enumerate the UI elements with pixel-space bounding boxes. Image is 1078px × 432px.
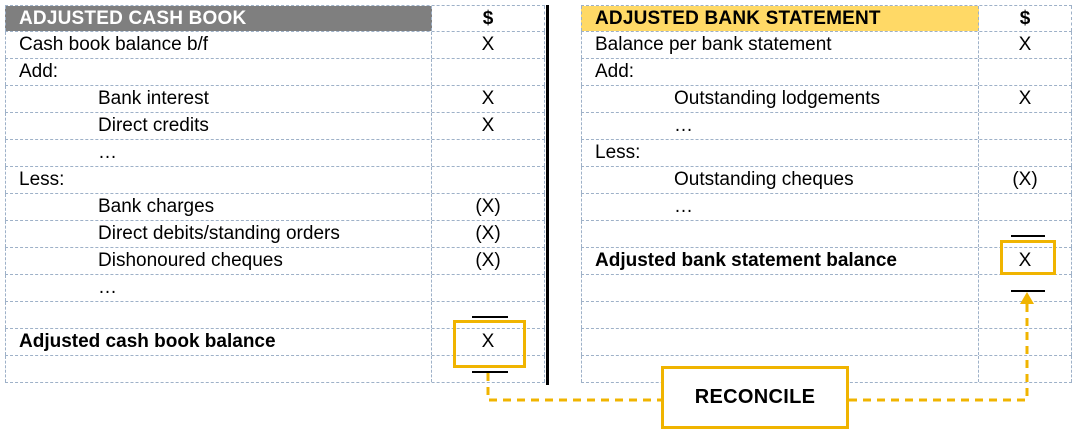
total-underline-cash xyxy=(472,371,508,373)
table-row: Direct credits X xyxy=(5,113,545,140)
total-overline-cash xyxy=(472,316,508,318)
row-amount: (X) xyxy=(432,194,545,220)
row-label xyxy=(5,302,432,328)
row-amount xyxy=(979,275,1072,301)
table-header-row: ADJUSTED BANK STATEMENT $ xyxy=(581,5,1072,32)
table-row xyxy=(581,302,1072,329)
total-overline-bank xyxy=(1011,235,1045,237)
currency-header: $ xyxy=(432,6,545,31)
row-label: Add: xyxy=(581,59,979,85)
row-amount xyxy=(979,356,1072,382)
total-underline-bank xyxy=(1011,290,1045,292)
reconcile-label: RECONCILE xyxy=(694,386,816,408)
row-label: Balance per bank statement xyxy=(581,32,979,58)
table-row: Outstanding cheques (X) xyxy=(581,167,1072,194)
table-row xyxy=(581,221,1072,248)
row-label: Add: xyxy=(5,59,432,85)
table-row xyxy=(5,302,545,329)
row-label xyxy=(581,302,979,328)
row-amount xyxy=(432,59,545,85)
adjusted-cash-book-balance-amount: X xyxy=(432,329,545,355)
row-label: … xyxy=(5,140,432,166)
table-row: Adjusted cash book balance X xyxy=(5,329,545,356)
table-row: Direct debits/standing orders (X) xyxy=(5,221,545,248)
row-amount: X xyxy=(432,32,545,58)
row-label: Outstanding lodgements xyxy=(581,86,979,112)
column-divider xyxy=(546,5,549,385)
table-row: Less: xyxy=(581,140,1072,167)
table-row: Less: xyxy=(5,167,545,194)
table-row xyxy=(5,356,545,383)
row-label: Bank interest xyxy=(5,86,432,112)
row-label: Cash book balance b/f xyxy=(5,32,432,58)
row-label xyxy=(581,221,979,247)
row-label: Dishonoured cheques xyxy=(5,248,432,274)
row-amount xyxy=(979,194,1072,220)
row-label: Bank charges xyxy=(5,194,432,220)
table-header-row: ADJUSTED CASH BOOK $ xyxy=(5,5,545,32)
row-amount: X xyxy=(432,113,545,139)
table-row: Dishonoured cheques (X) xyxy=(5,248,545,275)
row-amount: (X) xyxy=(432,221,545,247)
row-label: Less: xyxy=(581,140,979,166)
row-amount xyxy=(979,302,1072,328)
row-amount xyxy=(432,302,545,328)
adjusted-cash-book-table: ADJUSTED CASH BOOK $ Cash book balance b… xyxy=(5,5,545,383)
table-row: … xyxy=(581,194,1072,221)
row-amount xyxy=(979,140,1072,166)
adjusted-cash-book-balance-label: Adjusted cash book balance xyxy=(5,329,432,355)
row-label: Direct credits xyxy=(5,113,432,139)
bank-balance-highlight xyxy=(1000,240,1056,275)
row-amount: X xyxy=(979,86,1072,112)
currency-header: $ xyxy=(979,6,1072,31)
cash-balance-highlight xyxy=(453,320,526,368)
cash-book-title: ADJUSTED CASH BOOK xyxy=(5,6,432,31)
table-row: Add: xyxy=(5,59,545,86)
row-amount xyxy=(979,329,1072,355)
row-label: … xyxy=(581,194,979,220)
row-amount xyxy=(432,140,545,166)
table-row: Cash book balance b/f X xyxy=(5,32,545,59)
table-row: … xyxy=(581,113,1072,140)
row-amount: X xyxy=(979,32,1072,58)
row-amount xyxy=(979,59,1072,85)
table-row: Add: xyxy=(581,59,1072,86)
row-label: Direct debits/standing orders xyxy=(5,221,432,247)
adjusted-bank-statement-balance-label: Adjusted bank statement balance xyxy=(581,248,979,274)
row-label xyxy=(581,275,979,301)
row-amount xyxy=(432,167,545,193)
row-label: Less: xyxy=(5,167,432,193)
bank-statement-title: ADJUSTED BANK STATEMENT xyxy=(581,6,979,31)
table-row: Outstanding lodgements X xyxy=(581,86,1072,113)
row-label xyxy=(581,329,979,355)
row-amount: X xyxy=(432,86,545,112)
table-row: Balance per bank statement X xyxy=(581,32,1072,59)
row-label: Outstanding cheques xyxy=(581,167,979,193)
row-amount xyxy=(979,221,1072,247)
row-label: … xyxy=(5,275,432,301)
adjusted-bank-statement-table: ADJUSTED BANK STATEMENT $ Balance per ba… xyxy=(581,5,1072,383)
table-row: Bank charges (X) xyxy=(5,194,545,221)
table-row: Bank interest X xyxy=(5,86,545,113)
table-row: … xyxy=(5,275,545,302)
table-row xyxy=(581,329,1072,356)
table-row: Adjusted bank statement balance X xyxy=(581,248,1072,275)
table-row: … xyxy=(5,140,545,167)
row-amount xyxy=(432,275,545,301)
row-label: … xyxy=(581,113,979,139)
row-amount xyxy=(979,113,1072,139)
table-row xyxy=(581,275,1072,302)
reconcile-box: RECONCILE xyxy=(661,366,849,429)
row-label xyxy=(5,356,432,382)
row-amount: (X) xyxy=(432,248,545,274)
adjusted-bank-statement-balance-amount: X xyxy=(979,248,1072,274)
row-amount xyxy=(432,356,545,382)
row-amount: (X) xyxy=(979,167,1072,193)
